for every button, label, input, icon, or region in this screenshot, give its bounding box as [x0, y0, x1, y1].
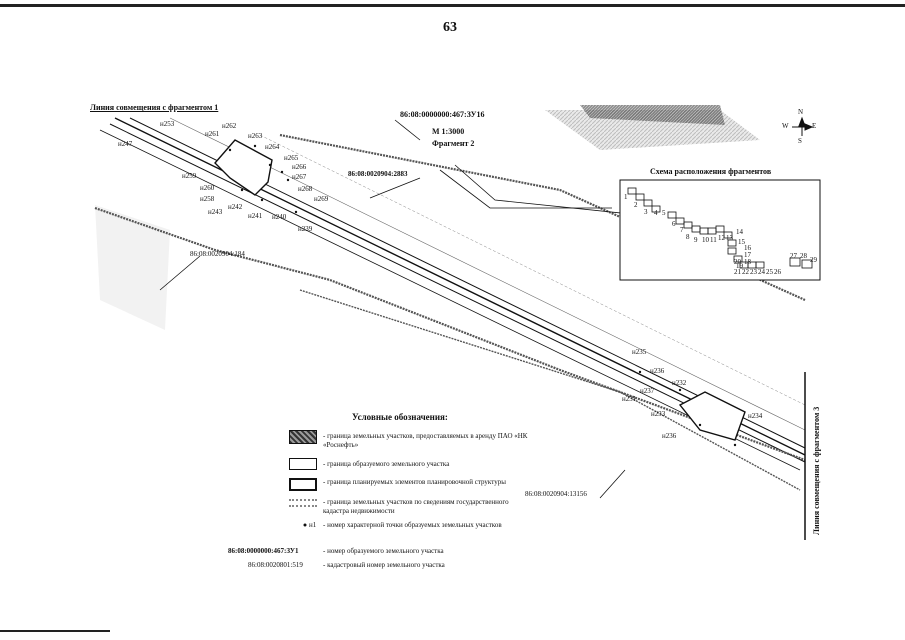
legend-swatch-plot — [289, 458, 317, 470]
legend-item-point: - номер характерной точки образуемых зем… — [323, 521, 502, 529]
point-label: н267 — [292, 173, 307, 181]
fragment-3-line-label: Линия совмещения с фрагментом 3 — [812, 406, 821, 535]
inset-number: 11 — [710, 236, 717, 244]
inset-number: 3 — [644, 208, 648, 216]
inset-number: 21 — [734, 268, 741, 276]
cadastral-label-13156: 86:08:0020904:13156 — [525, 490, 587, 498]
page-number: 63 — [443, 20, 457, 35]
legend-item-cad-number: - кадастровый номер земельного участка — [323, 561, 445, 569]
inset-number: 10 — [702, 236, 709, 244]
point-label: н264 — [265, 143, 280, 151]
point-label: н236 — [662, 432, 677, 440]
inset-frame — [619, 179, 821, 281]
legend-item-plot: - граница образуемого земельного участка — [323, 460, 450, 468]
bg-area-top-dark — [580, 105, 725, 125]
point-label: н247 — [118, 140, 133, 148]
inset-number: 17 — [744, 251, 751, 259]
legend-swatch-lease — [289, 430, 317, 444]
compass-s: S — [798, 137, 802, 145]
point-label: н259 — [182, 172, 197, 180]
legend-swatch-planning — [289, 478, 317, 491]
cadastral-label-2883: 86:08:0020904:2883 — [348, 170, 408, 178]
inset-number: 4 — [654, 209, 658, 217]
legend-point-bullet — [303, 523, 307, 527]
point-markers — [228, 144, 737, 447]
compass-icon — [792, 116, 814, 136]
scale-label: М 1:3000 — [432, 127, 465, 136]
inset-number: 16 — [744, 244, 751, 252]
legend-cad-sample: 86:08:0020801:519 — [248, 561, 303, 569]
compass-e: E — [812, 122, 817, 130]
point-label: н243 — [208, 208, 223, 216]
compass-w: W — [782, 122, 789, 130]
point-label: н240 — [272, 213, 287, 221]
inset-number: 24 — [758, 268, 765, 276]
inset-number: 2 — [634, 201, 638, 209]
inset-number: 26 — [774, 268, 781, 276]
point-label: н266 — [292, 163, 307, 171]
point-label: н262 — [222, 122, 237, 130]
inset-title: Схема расположения фрагментов — [650, 167, 772, 176]
point-label: н260 — [200, 184, 215, 192]
point-label: н236 — [650, 367, 665, 375]
point-label: н231 — [622, 395, 637, 403]
legend-swatch-cadastre — [289, 499, 317, 507]
inset-number: 25 — [766, 268, 773, 276]
inset-number: 15 — [738, 238, 745, 246]
inset-number: 13 — [726, 234, 733, 242]
point-label: н235 — [632, 348, 647, 356]
legend-title: Условные обозначения: — [352, 412, 448, 422]
inset-number: 8 — [686, 233, 690, 241]
point-label: н258 — [200, 195, 215, 203]
point-label: н263 — [248, 132, 263, 140]
bg-area-left — [95, 205, 170, 330]
inset-number: 1 — [624, 193, 628, 201]
inset-number: 6 — [672, 220, 676, 228]
cadastral-boundaries — [94, 133, 806, 491]
point-label: н239 — [298, 225, 313, 233]
legend-plot-sample: 86:08:0000000:467:ЗУ1 — [228, 547, 299, 555]
legend-item-lease: - граница земельных участков, предоставл… — [323, 432, 528, 449]
inset-number: 27 — [790, 252, 797, 260]
inset-number: 20 — [734, 258, 741, 266]
bottom-border-line — [0, 630, 110, 632]
point-label: н253 — [160, 120, 175, 128]
fragment-1-line-label: Линия совмещения с фрагментом 1 — [90, 103, 219, 112]
legend-item-plot-number: - номер образуемого земельного участка — [323, 547, 444, 555]
legend-item-planning: - граница планируемых элементов планиров… — [323, 478, 506, 486]
legend-point-sample: н1 — [309, 521, 317, 529]
point-label: н233 — [651, 410, 666, 418]
inset-number: 19 — [736, 262, 743, 270]
legend-item-cadastre: - граница земельных участков по сведения… — [323, 498, 509, 515]
plot-polygon-lower — [678, 391, 746, 441]
point-label: н261 — [205, 130, 220, 138]
inset-number: 5 — [662, 209, 666, 217]
inset-number: 14 — [736, 228, 743, 236]
inset-number: 28 — [800, 252, 807, 260]
fragment-label: Фрагмент 2 — [432, 139, 475, 148]
point-label: н268 — [298, 185, 313, 193]
point-label: н237 — [640, 387, 655, 395]
inset-number: 22 — [742, 268, 749, 276]
inset-number: 18 — [744, 258, 751, 266]
inset-number: 23 — [750, 268, 757, 276]
point-label: н269 — [314, 195, 329, 203]
inset-fragments — [627, 187, 813, 269]
inset-number: 12 — [718, 234, 725, 242]
inset-number: 7 — [680, 226, 684, 234]
inset-number: 9 — [694, 236, 698, 244]
point-label: н241 — [248, 212, 263, 220]
plot-polygon-upper — [214, 139, 273, 196]
plot-number-label: 86:08:0000000:467:ЗУ16 — [400, 110, 485, 119]
point-label: н265 — [284, 154, 299, 162]
point-label: н242 — [228, 203, 243, 211]
point-label: н232 — [672, 379, 687, 387]
point-label: н234 — [748, 412, 763, 420]
cadastral-label-184: 86:08:0020904:184 — [190, 250, 245, 258]
leader-lines — [159, 119, 641, 499]
inset-number: 29 — [810, 256, 817, 264]
top-border-line — [0, 4, 905, 7]
compass-n: N — [798, 108, 804, 116]
